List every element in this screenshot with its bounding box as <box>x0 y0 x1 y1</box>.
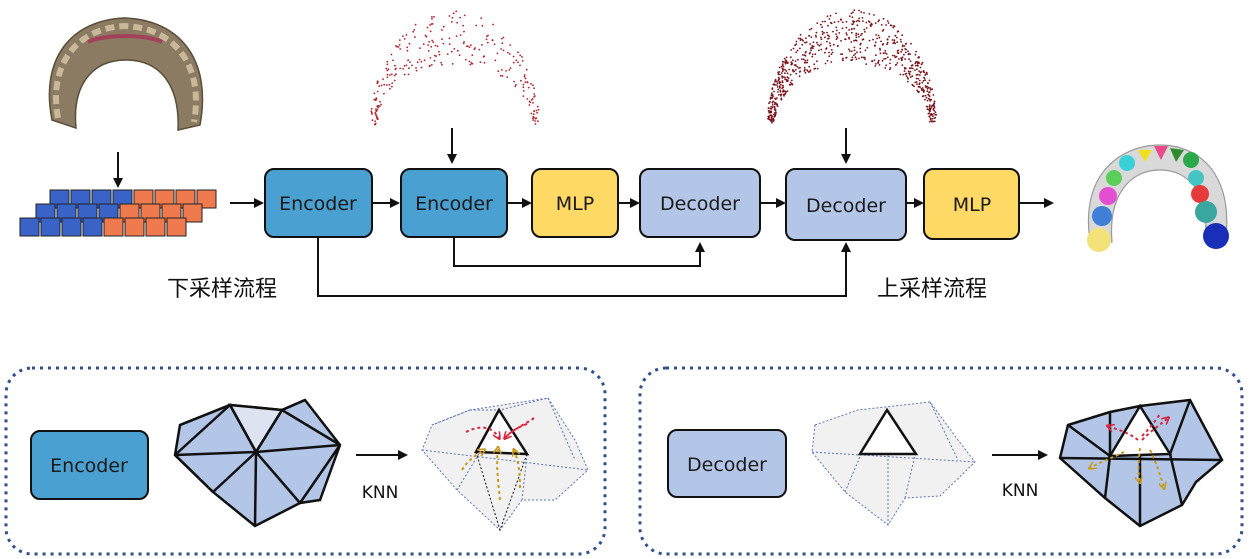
decoder-label: Decoder <box>806 195 886 217</box>
mesh-icon <box>173 398 342 528</box>
mesh-icon <box>421 397 589 532</box>
encoder-legend-panel: Encoder KNN <box>4 366 607 556</box>
legend-encoder-label: Encoder <box>50 455 128 477</box>
encoder-block-1: Encoder <box>264 168 373 238</box>
dense-point-cloud-icon <box>767 9 938 124</box>
decoder-label: Decoder <box>660 193 740 215</box>
mesh-icon <box>811 401 976 526</box>
decoder-block-1: Decoder <box>639 168 761 238</box>
token-grid-icon <box>19 189 217 237</box>
mesh-icon <box>1058 398 1224 528</box>
encoder-label: Encoder <box>415 193 493 215</box>
downsample-caption: 下采样流程 <box>167 277 277 302</box>
knn-label: KNN <box>362 483 399 503</box>
segmented-teeth-icon <box>1087 144 1229 252</box>
skip-connection-outer <box>317 238 851 297</box>
mlp-block-1: MLP <box>531 168 619 238</box>
mlp-label: MLP <box>953 194 991 216</box>
encoder-block-2: Encoder <box>400 168 508 238</box>
decoder-legend-panel: Decoder KNN <box>638 366 1244 556</box>
legend-decoder-label: Decoder <box>687 454 767 476</box>
teeth-scan-icon <box>48 17 204 131</box>
knn-label: KNN <box>1002 481 1039 501</box>
mlp-label: MLP <box>556 193 594 215</box>
mlp-block-2: MLP <box>923 168 1020 240</box>
skip-connection-inner <box>453 238 705 267</box>
upsample-caption: 上采样流程 <box>877 277 987 302</box>
encoder-label: Encoder <box>279 193 357 215</box>
decoder-block-2: Decoder <box>785 168 907 241</box>
point-cloud-icon <box>370 10 540 126</box>
